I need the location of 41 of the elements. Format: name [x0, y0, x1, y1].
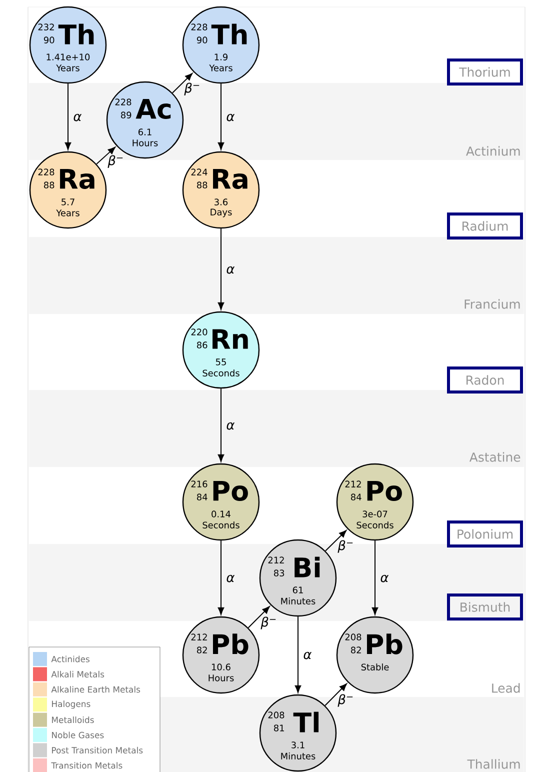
element-label: Thallium [467, 759, 520, 769]
decay-arrow [324, 683, 347, 706]
element-label: Astatine [469, 452, 520, 462]
element-label-box: Radon [447, 366, 523, 394]
decay-arrow [64, 83, 72, 150]
decay-arrow [218, 388, 224, 462]
edge-label: α [226, 266, 235, 274]
legend-label: Halogens [52, 700, 90, 709]
decay-arrow [248, 606, 270, 628]
element-label-box: Polonium [447, 520, 523, 548]
decay-arrow [218, 228, 224, 310]
edge-label: α [226, 114, 235, 122]
legend-label: Alkali Metals [51, 670, 104, 678]
decay-arrow [218, 83, 224, 150]
legend-label: Alkaline Earth Metals [51, 686, 140, 693]
legend-label: Noble Gases [52, 732, 104, 738]
decay-arrow [372, 540, 378, 615]
legend-label: Transition Metals [51, 762, 122, 769]
edge-label: α [74, 114, 82, 122]
edge-label: α [226, 574, 235, 582]
element-label-box: Bismuth [447, 594, 523, 620]
edge-label: α [304, 652, 312, 660]
legend-label: Actinides [51, 656, 90, 662]
element-label: Francium [464, 299, 520, 309]
decay-arrow [324, 530, 347, 552]
element-label: Actinium [466, 146, 520, 156]
legend-label: Post Transition Metals [52, 746, 143, 754]
edge-label: α [226, 422, 235, 430]
edge-label: β$^{−}$ [338, 540, 353, 553]
decay-arrow [218, 540, 224, 615]
decay-arrow [96, 146, 116, 165]
element-label-box: Thorium [447, 58, 523, 86]
element-label: Lead [492, 683, 520, 693]
edge-label: α [380, 574, 389, 582]
decay-arrow [172, 73, 193, 94]
decay-arrow [294, 616, 302, 693]
edge-label: β$^{−}$ [338, 694, 353, 707]
legend-label: Metalloids [52, 716, 94, 724]
element-label-box: Radium [447, 212, 523, 240]
edge-label: β$^{−}$ [184, 82, 200, 96]
edge-label: β$^{−}$ [260, 616, 276, 630]
